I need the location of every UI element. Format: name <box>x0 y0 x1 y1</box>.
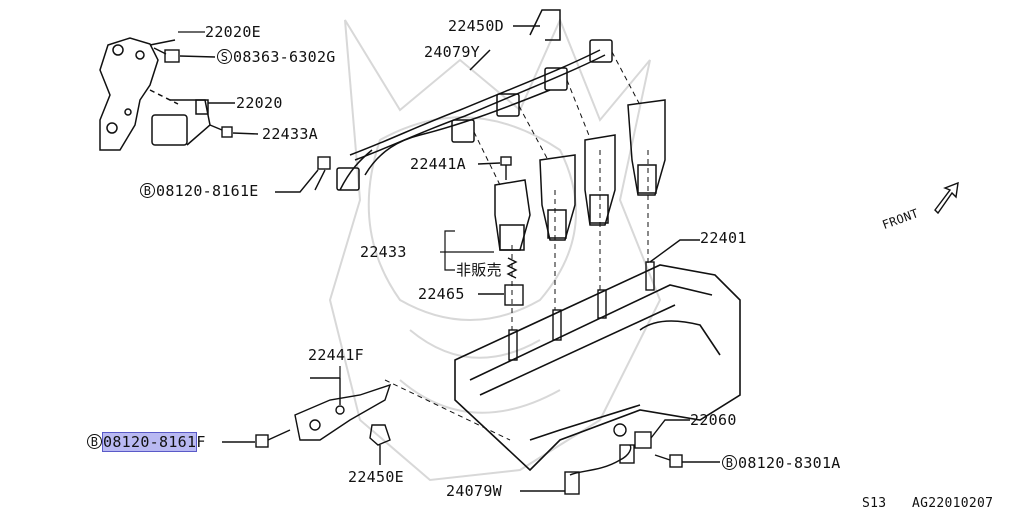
label-22020E: 22020E <box>205 23 261 41</box>
bolt-marker-icon: B <box>722 455 737 470</box>
label-22433A: 22433A <box>262 125 318 143</box>
diagram-id: AG22010207 <box>912 496 994 510</box>
dashed-leaders <box>384 51 649 441</box>
label-22060: 22060 <box>690 411 737 429</box>
label-24079W: 24079W <box>446 482 502 500</box>
bolt-08120-8161E <box>275 156 331 193</box>
bolt-marker-icon: B <box>140 183 155 198</box>
label-22450D: 22450D <box>448 17 504 35</box>
label-22433: 22433 <box>360 243 407 261</box>
front-arrow-icon <box>934 181 959 215</box>
engine-cover <box>454 264 741 472</box>
label-22441A: 22441A <box>410 155 466 173</box>
bracket-22020E <box>99 37 176 151</box>
sleeve-22465 <box>478 257 524 306</box>
label-22441F: 22441F <box>308 346 364 364</box>
label-22020: 22020 <box>236 94 283 112</box>
harness-24079Y <box>336 9 613 191</box>
label-leaders <box>178 31 494 378</box>
bolt-08120-8161F <box>222 429 291 448</box>
label-22465: 22465 <box>418 285 465 303</box>
model-code: S13 <box>862 496 887 510</box>
sensor-22060 <box>613 419 690 449</box>
screw-marker-icon: S <box>217 49 232 64</box>
label-24079Y: 24079Y <box>424 43 480 61</box>
sensor-22020 <box>149 89 235 146</box>
bolt-22441A <box>477 156 512 180</box>
bracket-22441F <box>294 377 392 441</box>
bolt-22433A <box>209 124 259 138</box>
watermark-crest <box>328 17 662 482</box>
label-08120-8301A-text: 08120-8301A <box>738 454 841 472</box>
bolt-08120-8301A <box>654 454 720 468</box>
ignition-coils <box>494 99 666 251</box>
label-hihanbai: 非販売 <box>456 261 502 279</box>
label-22450E: 22450E <box>348 468 404 486</box>
clip-22450E <box>369 424 391 465</box>
bolt-marker-icon: B <box>87 434 102 449</box>
harness-24079W <box>520 444 635 495</box>
label-08120-8161F-suffix: F <box>196 433 206 451</box>
highlighted-part-number[interactable]: 08120-8161 <box>101 432 198 452</box>
label-08363-text: 08363-6302G <box>233 48 336 66</box>
label-08120-8161E-text: 08120-8161E <box>156 182 259 200</box>
screw-08363 <box>153 47 216 63</box>
label-22401: 22401 <box>700 229 747 247</box>
